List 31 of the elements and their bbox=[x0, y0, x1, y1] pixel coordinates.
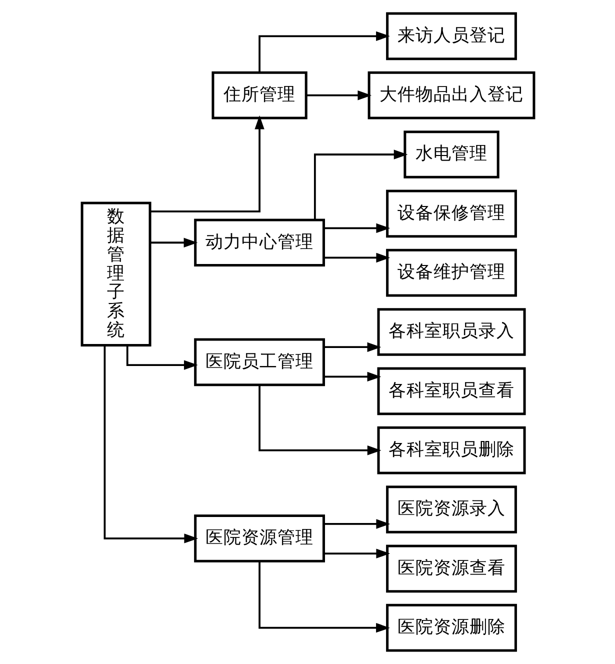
arrow bbox=[126, 345, 198, 370]
node-box: 水电管理 bbox=[403, 130, 499, 178]
arrow bbox=[313, 150, 408, 220]
node-box: 设备保修管理 bbox=[386, 190, 516, 238]
node-box: 医院资源删除 bbox=[386, 604, 516, 652]
arrow bbox=[323, 342, 381, 352]
arrow bbox=[323, 223, 390, 233]
node-box: 住所管理 bbox=[211, 71, 307, 120]
arrow bbox=[306, 90, 372, 100]
arrow bbox=[150, 115, 264, 212]
node-box: 医院员工管理 bbox=[194, 338, 324, 386]
arrow bbox=[323, 252, 390, 263]
arrow bbox=[323, 519, 390, 529]
arrow bbox=[258, 31, 390, 73]
arrow bbox=[150, 238, 198, 248]
node-box: 数据管理子系统 bbox=[80, 202, 151, 346]
node-box: 各科室职员删除 bbox=[376, 426, 526, 474]
node-box: 设备维护管理 bbox=[386, 248, 516, 297]
node-box: 动力中心管理 bbox=[194, 218, 324, 267]
node-box: 各科室职员查看 bbox=[376, 367, 526, 416]
arrow bbox=[103, 345, 198, 544]
node-box: 医院资源查看 bbox=[386, 544, 516, 593]
arrow bbox=[323, 548, 390, 558]
arrow bbox=[258, 384, 381, 456]
node-box: 医院资源录入 bbox=[386, 486, 516, 534]
node-box: 来访人员登记 bbox=[386, 12, 516, 60]
node-box: 医院资源管理 bbox=[194, 514, 324, 562]
node-box: 大件物品出入登记 bbox=[367, 71, 535, 120]
arrow bbox=[258, 561, 390, 633]
node-box: 各科室职员录入 bbox=[376, 308, 526, 356]
arrow bbox=[323, 372, 381, 382]
